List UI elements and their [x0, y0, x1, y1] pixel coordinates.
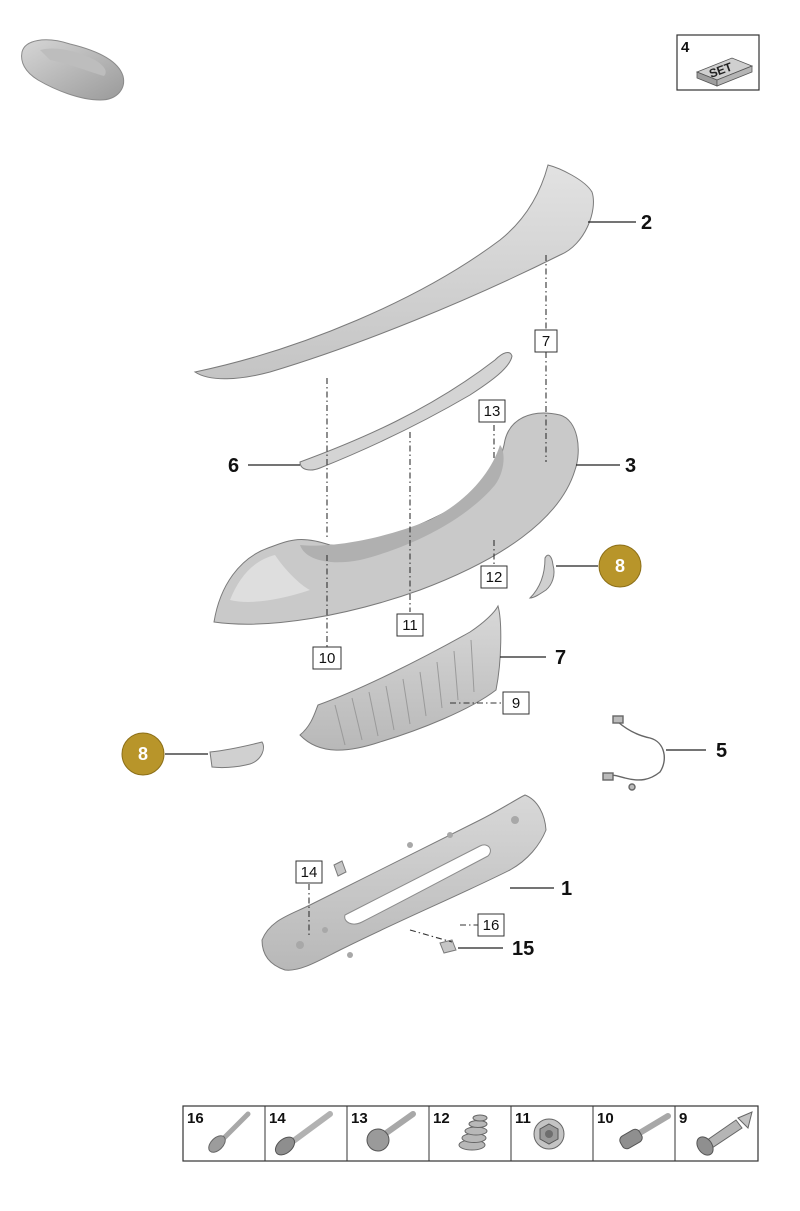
nut-11-icon — [533, 1118, 565, 1150]
spoiler-carrier-frame-part — [261, 794, 547, 971]
table-cell-11: 11 — [515, 1110, 531, 1127]
table-cell-12: 12 — [433, 1110, 450, 1127]
boxed-ref-10: 10 — [312, 646, 342, 670]
table-cell-13: 13 — [351, 1110, 368, 1127]
boxed-ref-9: 9 — [502, 691, 530, 715]
badge-8-upper-label: 8 — [615, 556, 625, 576]
boxed-ref-13: 13 — [478, 399, 506, 423]
badge-8-lower-label: 8 — [138, 744, 148, 764]
boxed-ref-16-label: 16 — [483, 917, 500, 934]
callout-7: 7 — [555, 647, 566, 669]
callout-15: 15 — [512, 938, 534, 960]
boxed-ref-13-label: 13 — [484, 403, 501, 420]
boxed-ref-14-label: 14 — [301, 864, 318, 881]
fastener-table: 16 14 13 12 11 10 9 — [182, 1105, 759, 1162]
spring-clip-12-icon — [458, 1114, 488, 1151]
car-thumbnail-icon — [21, 39, 125, 101]
set-kit-box: 4 SET — [676, 34, 760, 91]
bolt-16-icon — [208, 1111, 251, 1153]
callout-5: 5 — [716, 740, 727, 762]
callout-6: 6 — [228, 455, 239, 477]
boxed-ref-9-label: 9 — [512, 695, 520, 712]
boxed-ref-16: 16 — [477, 913, 505, 937]
table-cell-16: 16 — [187, 1110, 204, 1127]
callout-2: 2 — [641, 212, 652, 234]
rear-spoiler-blade-part — [193, 164, 594, 380]
leader-lines — [165, 221, 706, 949]
callout-3: 3 — [625, 455, 636, 477]
spoiler-seal-strip-part — [299, 352, 513, 471]
badge-8-upper: 8 — [598, 544, 642, 588]
bolt-10-icon — [619, 1113, 671, 1150]
boxed-ref-10-label: 10 — [319, 650, 336, 667]
spoiler-inner-panel-part — [299, 604, 502, 751]
wiring-harness-part — [602, 715, 666, 791]
set-block-icon: SET — [695, 57, 754, 87]
spoiler-lower-cover-part — [213, 412, 579, 625]
stud-14-icon — [274, 1111, 333, 1156]
boxed-ref-7: 7 — [534, 329, 558, 353]
table-cell-14: 14 — [269, 1110, 286, 1127]
set-box-number: 4 — [681, 39, 690, 56]
boxed-ref-12: 12 — [480, 565, 508, 589]
boxed-ref-14: 14 — [295, 860, 323, 884]
reference-lines — [308, 255, 547, 943]
badge-8-lower: 8 — [121, 732, 165, 776]
rivet-9-icon — [696, 1111, 753, 1156]
boxed-ref-12-label: 12 — [486, 569, 503, 586]
boxed-ref-7-label: 7 — [542, 333, 550, 350]
trim-piece-lower-part — [209, 741, 264, 769]
table-cell-9: 9 — [679, 1110, 687, 1127]
boxed-ref-11-label: 11 — [402, 617, 418, 634]
callout-1: 1 — [561, 878, 572, 900]
bolt-13-icon — [366, 1111, 416, 1152]
boxed-ref-11: 11 — [396, 613, 424, 637]
table-cell-10: 10 — [597, 1110, 614, 1127]
trim-piece-upper-part — [528, 554, 555, 599]
